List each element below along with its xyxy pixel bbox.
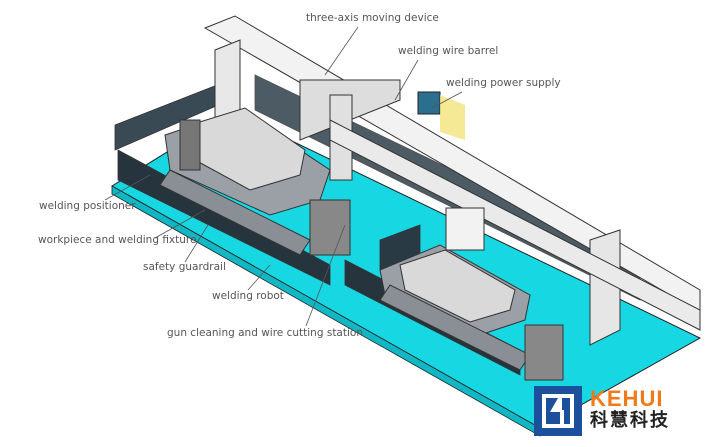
three-axis-gantry [203, 15, 701, 346]
label-welding-positioner: welding positioner [39, 200, 136, 212]
label-safety-guardrail: safety guardrail [143, 261, 226, 273]
label-welding-wire-barrel: welding wire barrel [398, 45, 499, 57]
logo-chinese: 科慧科技 [590, 410, 670, 431]
label-welding-power-supply: welding power supply [446, 77, 561, 89]
kehui-logo: KEHUI 科慧科技 [590, 388, 670, 432]
label-workpiece-fixture: workpiece and welding fixture [38, 234, 197, 246]
label-three-axis-moving-device: three-axis moving device [306, 12, 439, 24]
label-gun-cleaning-station: gun cleaning and wire cutting station [167, 327, 363, 339]
logo-english: KEHUI [590, 386, 664, 411]
welding-positioner-1 [159, 107, 351, 256]
kehui-logo-mark [534, 386, 582, 436]
welding-power-supply [417, 91, 441, 115]
welding-positioner-2 [379, 207, 564, 381]
leader-lines [104, 26, 463, 327]
label-welding-robot: welding robot [212, 290, 284, 302]
